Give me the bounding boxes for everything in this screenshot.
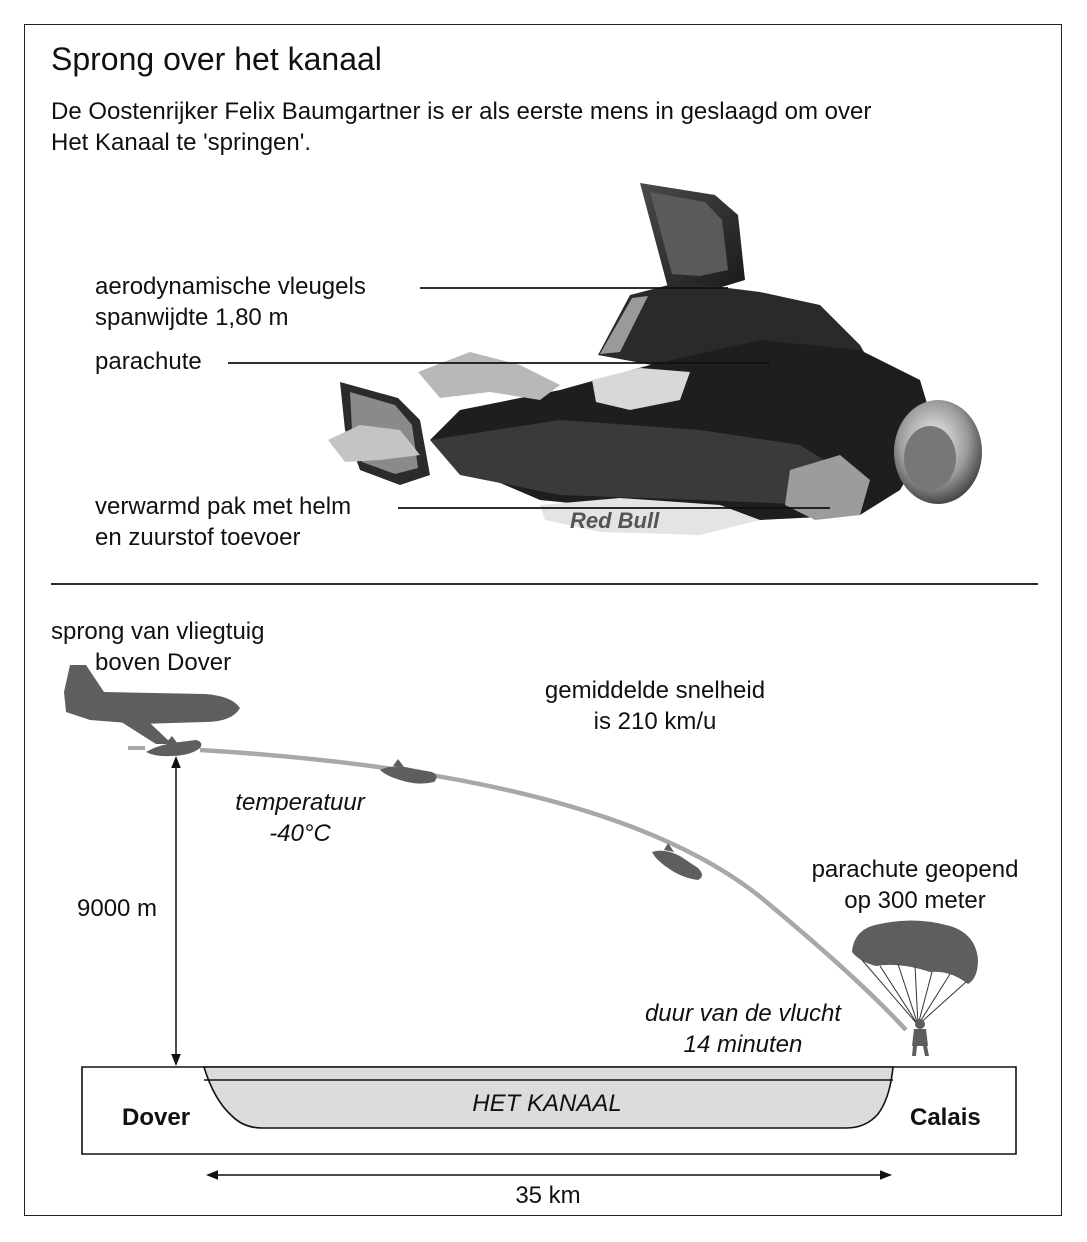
- duration-label-line-2: 14 minuten: [683, 1030, 803, 1058]
- dover-label: Dover: [122, 1104, 191, 1131]
- chute-open-label: parachute geopend op 300 meter: [780, 855, 1050, 916]
- wings-label: aerodynamische vleugels spanwijdte 1,80 …: [95, 272, 366, 333]
- figure-frame: [24, 24, 1062, 1216]
- flyer-icon-start: [146, 736, 202, 757]
- channel-label: HET KANAAL: [472, 1090, 622, 1117]
- duration-label-line-1: duur van de vlucht: [644, 1000, 842, 1027]
- speed-label-line-2: is 210 km/u: [593, 707, 717, 735]
- intro-line-2: Het Kanaal te 'springen'.: [51, 129, 311, 157]
- flyer-icon-middle: [380, 759, 437, 784]
- intro-line-1: De Oostenrijker Felix Baumgartner is er …: [51, 98, 872, 125]
- temperature-label: temperatuur -40°C: [210, 788, 390, 849]
- calais-label: Calais: [910, 1104, 981, 1131]
- temperature-label-line-1: temperatuur: [235, 789, 365, 816]
- speed-label-line-1: gemiddelde snelheid: [544, 677, 766, 704]
- suit-label: verwarmd pak met helm en zuurstof toevoe…: [95, 492, 351, 553]
- suit-label-line-2: en zuurstof toevoer: [95, 523, 301, 551]
- channel-water: [202, 1066, 894, 1129]
- main-wing-edge: [600, 296, 648, 354]
- upper-wing-highlight: [650, 192, 728, 276]
- wings-label-line-1: aerodynamische vleugels: [95, 273, 366, 300]
- parachute-icon: [852, 920, 978, 1056]
- chute-open-label-line-1: parachute geopend: [811, 856, 1019, 883]
- temperature-label-line-2: -40°C: [269, 819, 331, 847]
- distance-label: 35 km: [515, 1182, 581, 1209]
- suit-lower-shape: [430, 420, 840, 505]
- duration-label: duur van de vlucht 14 minuten: [612, 999, 874, 1060]
- wingsuit-illustration: Red Bull: [328, 183, 982, 535]
- altitude-label: 9000 m: [77, 895, 158, 922]
- helmet-visor: [904, 426, 956, 490]
- wings-label-line-2: spanwijdte 1,80 m: [95, 303, 289, 331]
- arm-shape: [418, 352, 560, 400]
- legs-shape: [328, 425, 420, 462]
- airplane-icon: [64, 665, 240, 744]
- jump-label-line-2: boven Dover: [95, 648, 232, 676]
- figure-title: Sprong over het kanaal: [51, 41, 382, 77]
- brand-text: Red Bull: [570, 508, 660, 533]
- speed-label: gemiddelde snelheid is 210 km/u: [500, 676, 810, 737]
- jump-label: sprong van vliegtuig boven Dover: [51, 617, 264, 678]
- parachute-label: parachute: [95, 348, 202, 375]
- jump-label-line-1: sprong van vliegtuig: [51, 618, 265, 645]
- chest-patch: [592, 368, 690, 410]
- front-arm-shape: [785, 455, 870, 520]
- chute-open-label-line-2: op 300 meter: [844, 886, 986, 914]
- suit-label-line-1: verwarmd pak met helm: [95, 493, 352, 520]
- intro-text: De Oostenrijker Felix Baumgartner is er …: [51, 96, 871, 158]
- flyer-icon-late: [652, 843, 702, 880]
